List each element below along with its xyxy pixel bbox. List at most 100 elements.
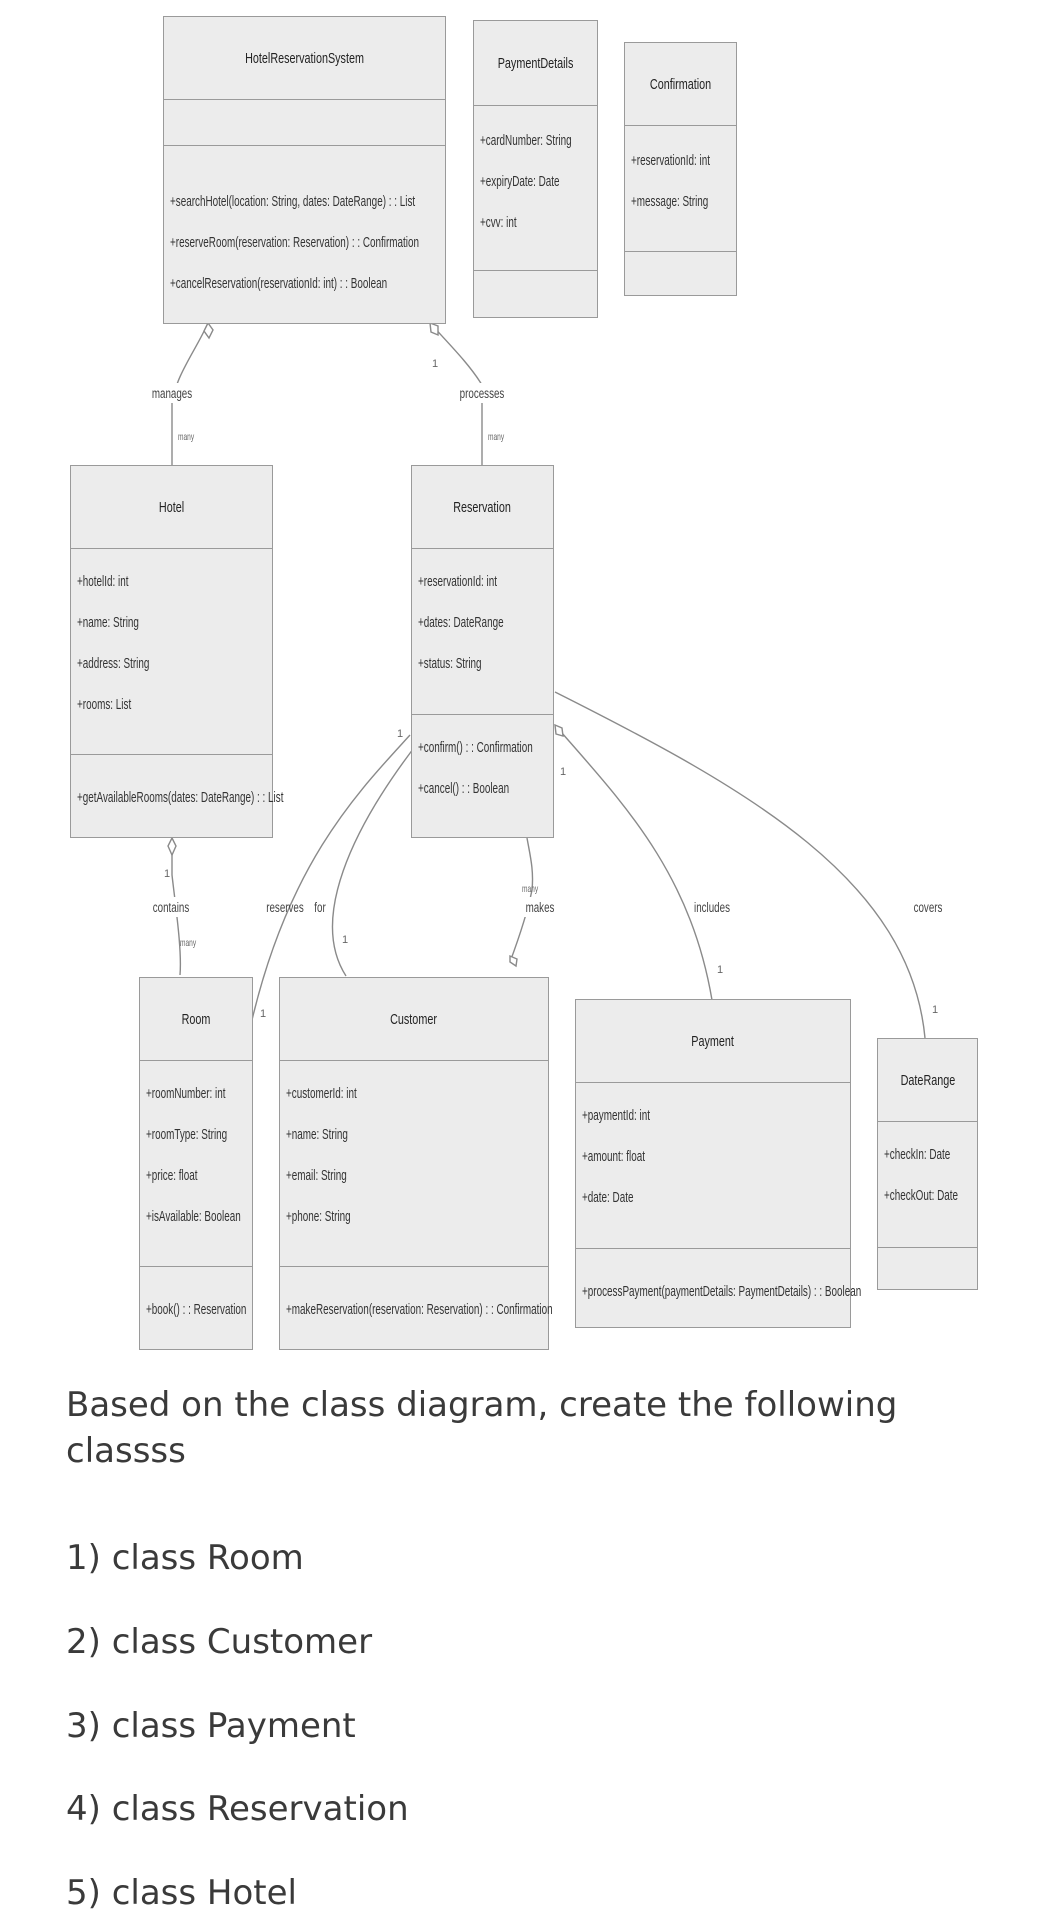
question-item: 5) class Hotel bbox=[66, 1873, 297, 1913]
methods-section bbox=[878, 1247, 977, 1291]
makes-aggregation-diamond bbox=[509, 954, 518, 968]
manages-multiplicity: many bbox=[178, 431, 195, 443]
methods-section bbox=[474, 270, 597, 316]
processes-multiplicity: many bbox=[488, 431, 505, 443]
makes-label: makes bbox=[526, 899, 555, 915]
class-room: Room +roomNumber: int +roomType: String … bbox=[139, 977, 253, 1350]
attribute: +checkOut: Date bbox=[884, 1187, 959, 1204]
contains-line bbox=[171, 838, 182, 976]
attribute: +isAvailable: Boolean bbox=[146, 1208, 241, 1225]
class-name: Customer bbox=[390, 1010, 438, 1028]
method: +processPayment(paymentDetails: PaymentD… bbox=[582, 1283, 862, 1300]
class-name: HotelReservationSystem bbox=[245, 49, 364, 67]
class-paymentdetails: PaymentDetails +cardNumber: String +expi… bbox=[473, 20, 598, 318]
attributes-section bbox=[164, 99, 445, 145]
methods-section: +searchHotel(location: String, dates: Da… bbox=[164, 145, 445, 304]
attribute: +amount: float bbox=[582, 1148, 646, 1165]
attribute: +price: float bbox=[146, 1167, 198, 1184]
reserves-label: reserves bbox=[266, 899, 304, 915]
attribute: +customerId: int bbox=[286, 1085, 357, 1102]
reserves-line bbox=[251, 734, 411, 1021]
attribute: +checkIn: Date bbox=[884, 1146, 951, 1163]
attribute: +roomType: String bbox=[146, 1126, 228, 1143]
method: +cancel() : : Boolean bbox=[418, 780, 510, 797]
attribute: +reservationId: int bbox=[418, 573, 497, 590]
includes-label: includes bbox=[694, 899, 730, 915]
manages-aggregation-diamond bbox=[203, 321, 214, 340]
methods-section: +processPayment(paymentDetails: PaymentD… bbox=[576, 1248, 862, 1312]
attribute: +cvv: int bbox=[480, 214, 517, 231]
attributes-section: +paymentId: int +amount: float +date: Da… bbox=[576, 1082, 850, 1248]
methods-section: +makeReservation(reservation: Reservatio… bbox=[280, 1266, 553, 1330]
question-item: 1) class Room bbox=[66, 1538, 304, 1578]
attribute: +reservationId: int bbox=[631, 152, 710, 169]
includes-source-multiplicity: 1 bbox=[560, 766, 566, 778]
methods-section: +getAvailableRooms(dates: DateRange) : :… bbox=[71, 754, 284, 818]
method: +book() : : Reservation bbox=[146, 1301, 247, 1318]
contains-aggregation-diamond bbox=[167, 836, 177, 857]
makes-line bbox=[509, 837, 534, 963]
attribute: +name: String bbox=[77, 614, 139, 631]
attribute: +status: String bbox=[418, 655, 482, 672]
attributes-section: +reservationId: int +message: String bbox=[625, 125, 736, 251]
class-name: Confirmation bbox=[649, 75, 712, 93]
attribute: +expiryDate: Date bbox=[480, 173, 560, 190]
attributes-section: +hotelId: int +name: String +address: St… bbox=[71, 548, 272, 754]
contains-multiplicity: many bbox=[180, 937, 197, 949]
class-confirmation: Confirmation +reservationId: int +messag… bbox=[624, 42, 737, 296]
class-name: DateRange bbox=[900, 1071, 955, 1089]
class-hotel: Hotel +hotelId: int +name: String +addre… bbox=[70, 465, 284, 838]
method: +cancelReservation(reservationId: int) :… bbox=[170, 275, 388, 292]
contains-source-multiplicity: 1 bbox=[164, 868, 170, 880]
class-name: PaymentDetails bbox=[497, 54, 574, 72]
attribute: +roomNumber: int bbox=[146, 1085, 226, 1102]
processes-label: processes bbox=[460, 385, 505, 401]
includes-aggregation-diamond bbox=[554, 723, 564, 737]
method: +getAvailableRooms(dates: DateRange) : :… bbox=[77, 789, 284, 806]
method: +confirm() : : Confirmation bbox=[418, 739, 533, 756]
for-multiplicity: 1 bbox=[342, 934, 348, 946]
makes-multiplicity: many bbox=[522, 883, 539, 895]
method: +makeReservation(reservation: Reservatio… bbox=[286, 1301, 553, 1318]
attribute: +name: String bbox=[286, 1126, 348, 1143]
class-name: Reservation bbox=[453, 498, 512, 516]
class-payment: Payment +paymentId: int +amount: float +… bbox=[575, 999, 862, 1328]
attribute: +hotelId: int bbox=[77, 573, 129, 590]
reserves-room-multiplicity: 1 bbox=[260, 1008, 266, 1020]
attributes-section: +customerId: int +name: String +email: S… bbox=[280, 1060, 548, 1266]
attribute: +paymentId: int bbox=[582, 1107, 650, 1124]
attribute: +phone: String bbox=[286, 1208, 351, 1225]
class-reservation: Reservation +reservationId: int +dates: … bbox=[411, 465, 554, 838]
covers-line bbox=[554, 691, 926, 1039]
class-customer: Customer +customerId: int +name: String … bbox=[279, 977, 553, 1350]
attribute: +email: String bbox=[286, 1167, 347, 1184]
class-name: Payment bbox=[691, 1032, 735, 1050]
covers-label: covers bbox=[914, 899, 943, 915]
methods-section: +confirm() : : Confirmation +cancel() : … bbox=[412, 714, 553, 809]
attribute: +cardNumber: String bbox=[480, 132, 572, 149]
processes-aggregation-diamond bbox=[429, 321, 439, 337]
attribute: +message: String bbox=[631, 193, 709, 210]
question-item: 2) class Customer bbox=[66, 1622, 373, 1662]
attribute: +rooms: List bbox=[77, 696, 132, 713]
contains-label: contains bbox=[153, 899, 189, 915]
attribute: +dates: DateRange bbox=[418, 614, 504, 631]
attributes-section: +checkIn: Date +checkOut: Date bbox=[878, 1121, 977, 1247]
question-item: 3) class Payment bbox=[66, 1706, 356, 1746]
class-name: Room bbox=[181, 1010, 211, 1028]
attributes-section: +reservationId: int +dates: DateRange +s… bbox=[412, 548, 553, 714]
attribute: +address: String bbox=[77, 655, 150, 672]
attributes-section: +cardNumber: String +expiryDate: Date +c… bbox=[474, 105, 597, 270]
covers-multiplicity: 1 bbox=[932, 1004, 938, 1016]
method: +searchHotel(location: String, dates: Da… bbox=[170, 193, 416, 210]
question-intro: Based on the class diagram, create the f… bbox=[66, 1385, 898, 1471]
attribute: +date: Date bbox=[582, 1189, 634, 1206]
method: +reserveRoom(reservation: Reservation) :… bbox=[170, 234, 419, 251]
class-hotelreservationsystem: HotelReservationSystem +searchHotel(loca… bbox=[163, 16, 446, 324]
class-name: Hotel bbox=[158, 498, 185, 516]
for-line bbox=[331, 739, 421, 977]
methods-section bbox=[625, 251, 736, 295]
question-item: 4) class Reservation bbox=[66, 1789, 409, 1829]
for-label: for bbox=[314, 899, 325, 915]
